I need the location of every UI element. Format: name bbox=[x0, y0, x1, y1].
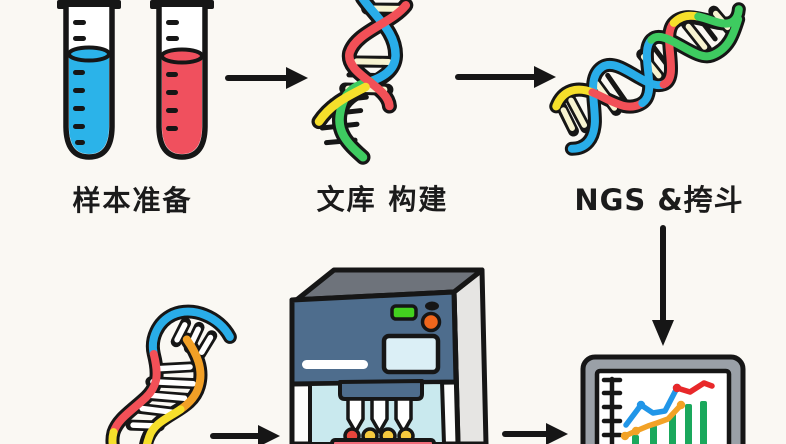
chart-axis bbox=[601, 376, 623, 444]
orange-power-button bbox=[420, 311, 442, 333]
arrow-down-icon bbox=[652, 225, 674, 346]
dispenser-manifold bbox=[338, 379, 424, 401]
dna-helix-icon bbox=[105, 304, 237, 444]
panel-stripe bbox=[302, 360, 368, 369]
arrow-right-icon bbox=[210, 425, 280, 444]
step-label-sample-prep: 样本准备 bbox=[72, 184, 193, 217]
pipette-nozzles bbox=[346, 397, 413, 434]
dna-helix-icon bbox=[311, 0, 414, 165]
arrow-right-icon bbox=[225, 67, 308, 89]
machine-display bbox=[381, 333, 441, 375]
step-label-ngs-sequencing: NGS &挎斗 bbox=[574, 183, 744, 217]
arrow-right-icon bbox=[455, 66, 556, 88]
monitor-chart-plot bbox=[620, 380, 715, 444]
test-tube-red-icon bbox=[150, 0, 214, 160]
sequencer-machine-icon bbox=[289, 267, 489, 444]
vent-slot bbox=[425, 301, 439, 311]
dna-helix-icon bbox=[549, 2, 746, 156]
green-indicator-light bbox=[390, 304, 418, 321]
arrow-right-icon bbox=[502, 423, 568, 444]
test-tube-blue-icon bbox=[57, 0, 121, 160]
sample-tray bbox=[330, 438, 436, 444]
step-label-library-construction: 文库 构建 bbox=[316, 183, 449, 216]
monitor-chart-icon bbox=[580, 354, 746, 444]
